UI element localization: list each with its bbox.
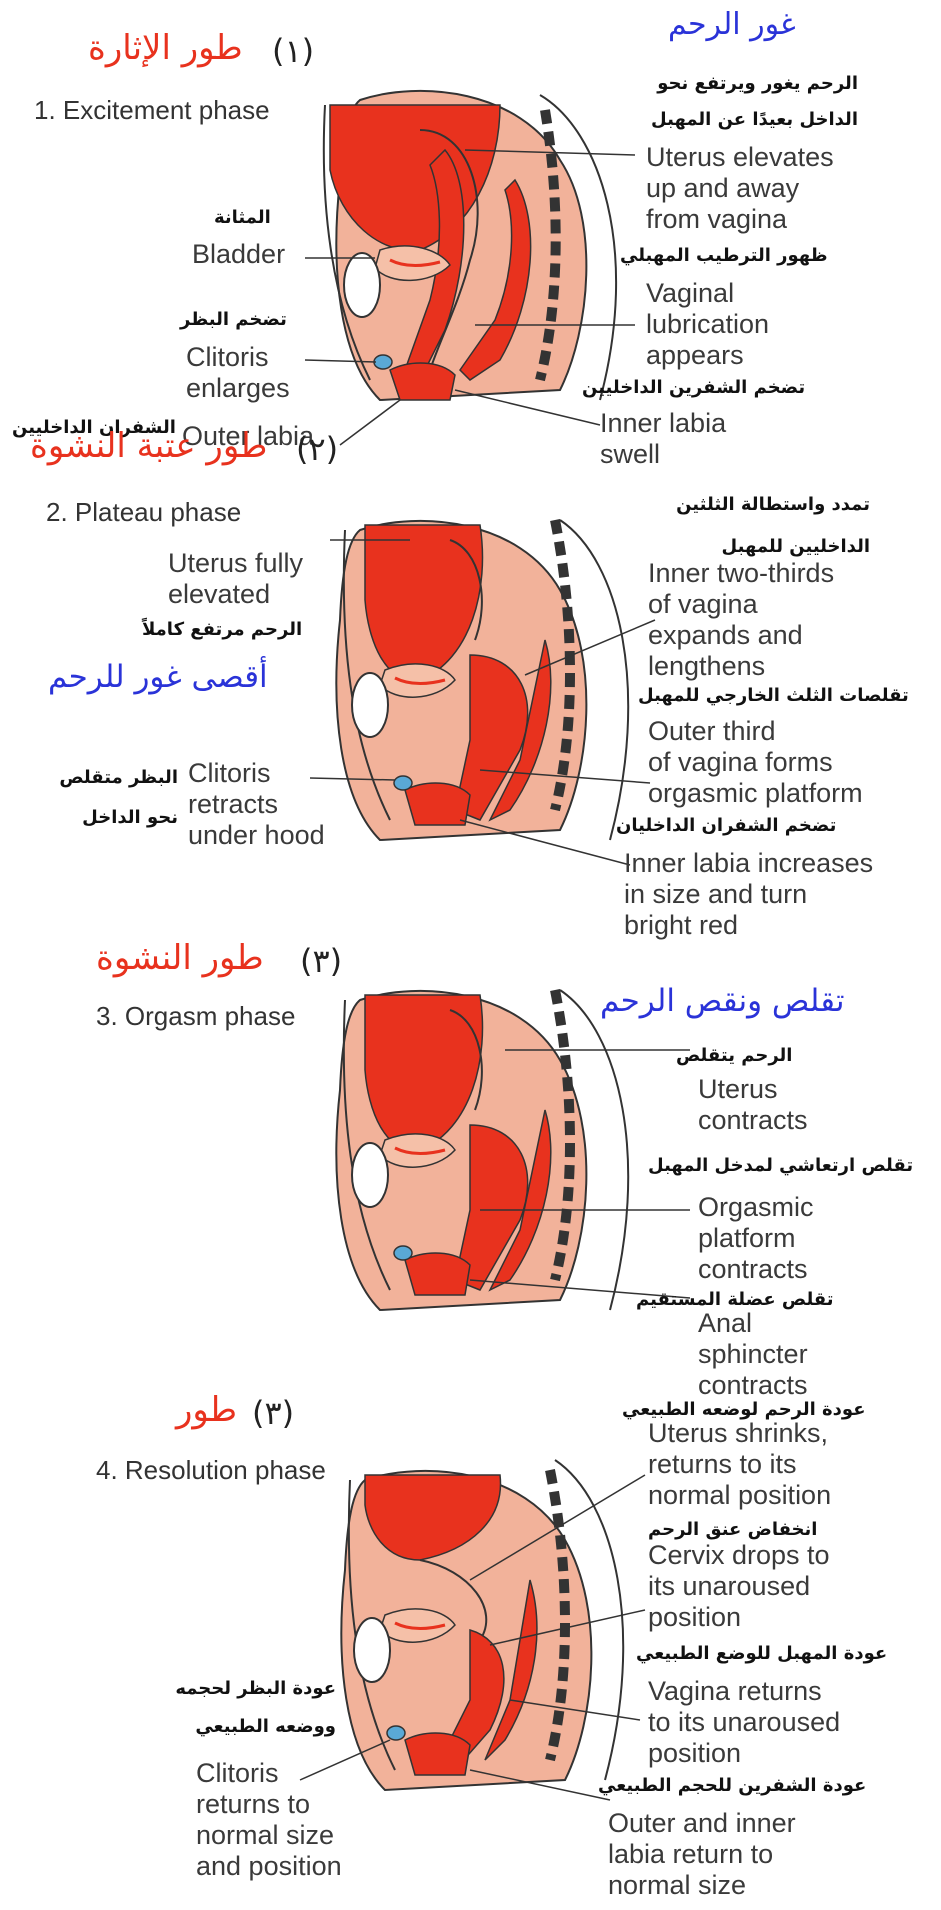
plateau-side-title-ar: أقصى غور للرحم [48, 660, 268, 694]
uterus-fully-elevated-en: Uterus fully elevated [168, 548, 303, 610]
excitement-phase-label: 1. Excitement phase [34, 96, 270, 125]
clitoris-retracts-en: Clitoris retracts under hood [188, 758, 325, 851]
plateau-title-ar: طور عتبة النشوة [30, 428, 267, 465]
bladder-en: Bladder [192, 240, 285, 270]
labia-return-ar: عودة الشفرين للحجم الطبيعي [598, 1776, 866, 1796]
plateau-title-num: (٢) [296, 432, 338, 467]
orgasm-side-title-ar: تقلص ونقص الرحم [600, 984, 844, 1018]
uterus-elevates-en: Uterus elevates up and away from vagina [646, 142, 834, 235]
anal-sphincter-ar: تقلص عضلة المستقيم [636, 1290, 834, 1310]
uterus-contracts-en: Uterus contracts [698, 1074, 808, 1136]
clitoris-returns-en: Clitoris returns to normal size and posi… [196, 1758, 342, 1882]
cervix-drops-ar: انخفاض عنق الرحم [648, 1520, 817, 1540]
uterus-shrinks-ar: عودة الرحم لوضعه الطبيعي [622, 1400, 866, 1420]
inner-two-thirds-en: Inner two-thirds of vagina expands and l… [648, 558, 834, 682]
orgasm-title-ar: طور النشوة [96, 940, 264, 977]
resolution-panel: طور (٣) 4. Resolution phase عودة الرحم ل… [0, 1400, 941, 1910]
plateau-panel: طور عتبة النشوة (٢) 2. Plateau phase أقص… [0, 440, 941, 960]
orgasm-panel: طور النشوة (٣) 3. Orgasm phase تقلص ونقص… [0, 940, 941, 1400]
clitoris-retracts-ar: البظر متقلص نحو الداخل [52, 758, 178, 838]
anal-sphincter-en: Anal sphincter contracts [698, 1308, 808, 1401]
clitoris-enlarges-ar: تضخم البظر [180, 310, 287, 330]
inner-labia-increases-en: Inner labia increases in size and turn b… [624, 848, 873, 941]
uterus-fully-elevated-ar: الرحم مرتفع كاملاً [142, 620, 302, 640]
clitoris-enlarges-en: Clitoris enlarges [186, 342, 290, 404]
orgasmic-platform-ar: تقلص ارتعاشي لمدخل المهبل [648, 1156, 913, 1176]
clitoris-returns-ar: عودة البظر لحجمه ووضعه الطبيعي [150, 1670, 336, 1746]
inner-two-thirds-ar: تمدد واستطالة الثلثين الداخليين للمهبل [650, 484, 870, 568]
excitement-side-title-ar: غور الرحم [668, 8, 796, 41]
vagina-returns-ar: عودة المهبل للوضع الطبيعي [636, 1644, 887, 1664]
bladder-ar: المثانة [214, 208, 271, 228]
cervix-drops-en: Cervix drops to its unaroused position [648, 1540, 830, 1633]
inner-labia-swell-ar: تضخم الشفرين الداخليين [582, 378, 805, 398]
vaginal-lubrication-ar: ظهور الترطيب المهبلي [620, 246, 828, 266]
resolution-title-ar: طور [176, 1392, 237, 1429]
plateau-phase-label: 2. Plateau phase [46, 498, 241, 527]
uterus-elevates-ar: الرحم يغور ويرتفع نحو الداخل بعيدًا عن ا… [642, 66, 858, 138]
labia-return-en: Outer and inner labia return to normal s… [608, 1808, 796, 1901]
orgasm-phase-label: 3. Orgasm phase [96, 1002, 295, 1031]
excitement-title-ar: طور الإثارة [88, 30, 243, 67]
outer-third-en: Outer third of vagina forms orgasmic pla… [648, 716, 863, 809]
excitement-panel: طور الإثارة (١) 1. Excitement phase غور … [0, 0, 941, 470]
orgasm-title-num: (٣) [300, 944, 342, 979]
vagina-returns-en: Vagina returns to its unaroused position [648, 1676, 840, 1769]
vaginal-lubrication-en: Vaginal lubrication appears [646, 278, 769, 371]
excitement-title-num: (١) [272, 34, 314, 69]
uterus-shrinks-en: Uterus shrinks, returns to its normal po… [648, 1418, 831, 1511]
uterus-contracts-ar: الرحم يتقلص [676, 1046, 792, 1066]
inner-labia-increases-ar: تضخم الشفران الداخليان [616, 816, 836, 836]
resolution-phase-label: 4. Resolution phase [96, 1456, 326, 1485]
outer-third-ar: تقلصات الثلث الخارجي للمهبل [638, 686, 909, 706]
orgasmic-platform-en: Orgasmic platform contracts [698, 1192, 814, 1285]
resolution-title-num: (٣) [252, 1396, 294, 1431]
